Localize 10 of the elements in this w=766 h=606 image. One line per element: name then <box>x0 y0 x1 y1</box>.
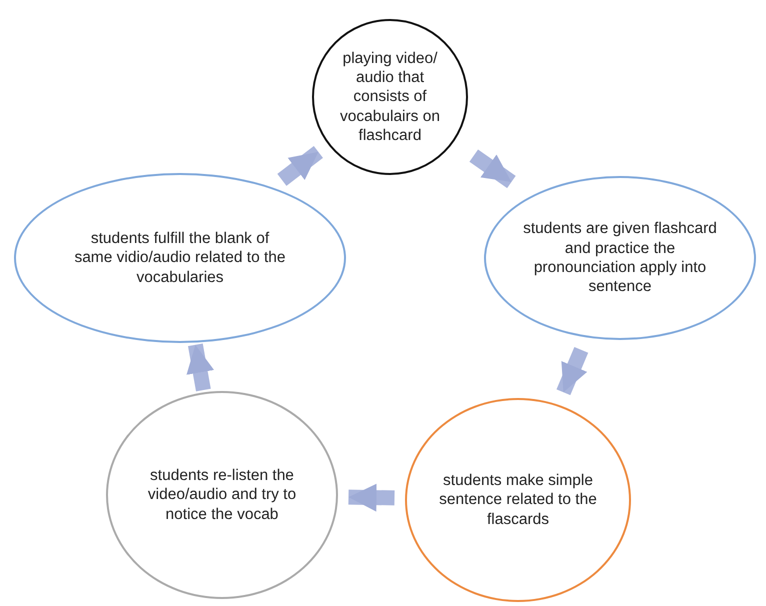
node-text: students fulfill the blank of same vidio/audio related to the vocabularies <box>73 228 287 288</box>
node-text: playing video/ audio that consists of vocabulairs on flashcard <box>339 48 441 146</box>
block-arrow <box>186 344 214 392</box>
block-arrow <box>348 484 395 512</box>
block-arrow <box>469 149 516 188</box>
block-arrow <box>556 346 588 396</box>
node-text: students are given flashcard and practice the pronounciation apply into sentence <box>522 219 718 297</box>
node-text: students re-listen the video/audio and try to notice the vocab <box>146 466 298 524</box>
node-text: students make simple sentence related to the flascards <box>438 470 598 530</box>
block-arrow <box>277 146 323 186</box>
